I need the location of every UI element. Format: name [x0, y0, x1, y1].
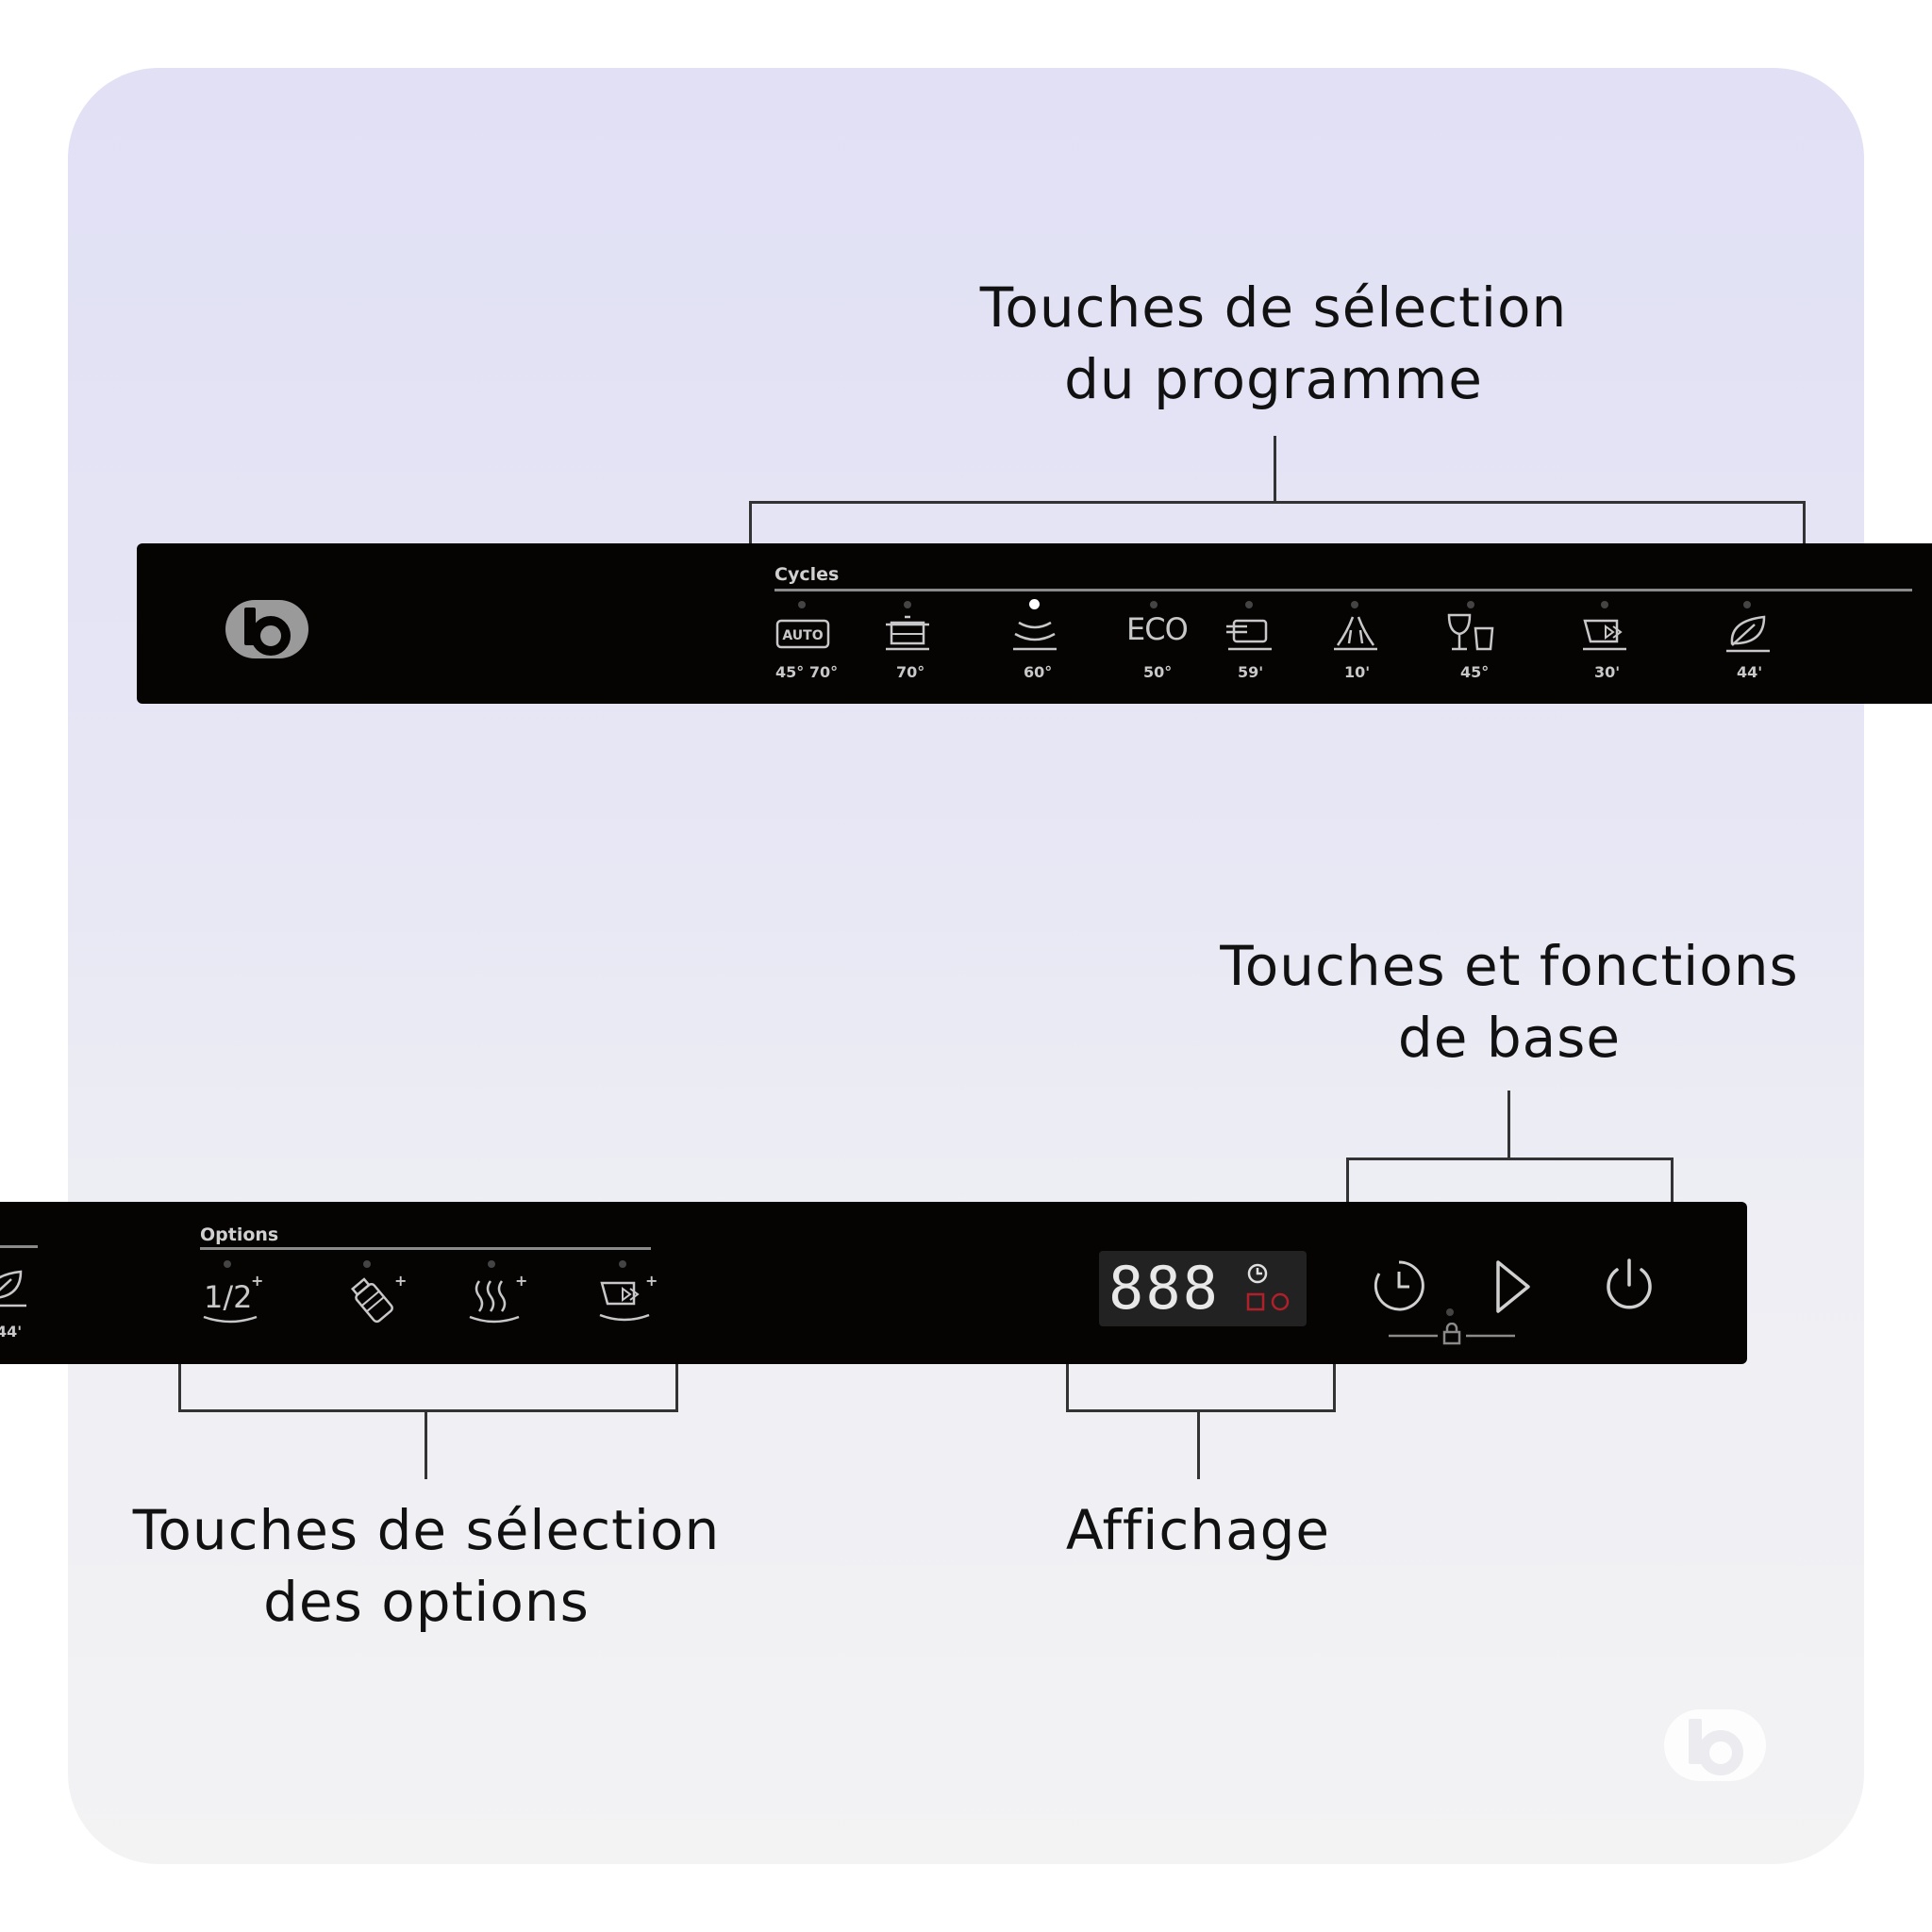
auto-icon: AUTO — [774, 615, 832, 653]
options-divider — [200, 1247, 651, 1250]
speed-icon: + — [596, 1272, 662, 1326]
cycle-temp: 50° — [1143, 663, 1173, 681]
option-led — [363, 1260, 371, 1268]
callout-options-line2: des options — [263, 1570, 590, 1634]
half-load-icon: 1/2 + — [200, 1272, 266, 1326]
half-load-plus: + — [251, 1272, 264, 1290]
callout-program-bracket — [749, 501, 1806, 545]
play-icon — [1496, 1260, 1530, 1313]
cycle-led — [1467, 601, 1474, 608]
callout-basic-line2: de base — [1397, 1006, 1622, 1070]
cycle-temp: 30' — [1594, 663, 1621, 681]
baby-bottle-icon: + — [343, 1272, 409, 1324]
callout-options-bracket — [178, 1364, 678, 1412]
control-panel-cycles: Cycles — [137, 543, 1932, 704]
callout-program-stem — [1274, 436, 1276, 502]
control-panel-options — [0, 1202, 1747, 1364]
display-red-indicators — [1246, 1291, 1297, 1317]
cycle-temp: 59' — [1238, 663, 1264, 681]
cycle-temp: 60° — [1024, 663, 1053, 681]
partial-cycle-temp: 44' — [0, 1323, 23, 1341]
callout-options-stem — [425, 1409, 427, 1479]
power-button[interactable] — [1602, 1257, 1657, 1317]
lock-icon — [1389, 1322, 1515, 1345]
callout-display-bracket — [1066, 1364, 1336, 1412]
speed-plus: + — [645, 1272, 658, 1290]
callout-display-stem — [1197, 1409, 1200, 1479]
bottle-plus: + — [394, 1272, 408, 1290]
cycle-led — [1150, 601, 1158, 608]
callout-options: Touches de sélection des options — [94, 1494, 758, 1638]
callout-basic-stem — [1507, 1091, 1510, 1158]
cycle-led — [1743, 601, 1751, 608]
half-load-text: 1/2 — [204, 1279, 253, 1315]
cycle-led — [1601, 601, 1608, 608]
cycle-temp: 45° — [1460, 663, 1490, 681]
cycle-temp: 45° 70° — [775, 663, 839, 681]
cycle-temp: 10' — [1344, 663, 1371, 681]
option-led — [224, 1260, 231, 1268]
options-label: Options — [200, 1224, 279, 1245]
callout-basic-bracket — [1346, 1158, 1674, 1204]
callout-program: Touches de sélection du programme — [943, 272, 1604, 415]
steam-plus: + — [515, 1272, 528, 1290]
steam-icon: + — [466, 1272, 532, 1326]
brand-b-logo-watermark — [1662, 1707, 1768, 1787]
cycles-divider — [774, 589, 1912, 591]
callout-display-label: Affichage — [1065, 1498, 1331, 1562]
digital-display: 888 — [1099, 1251, 1307, 1326]
cycle-led — [1245, 601, 1253, 608]
leaf-icon — [0, 1268, 30, 1309]
cycle-led — [798, 601, 806, 608]
callout-program-line2: du programme — [1064, 347, 1483, 411]
express-icon — [1579, 615, 1630, 655]
quick-wash-icon — [1224, 615, 1275, 655]
eco-icon-text: ECO — [1126, 611, 1189, 647]
cycle-led — [904, 601, 911, 608]
power-icon — [1607, 1258, 1652, 1309]
cycle-led — [1351, 601, 1358, 608]
rinse-icon — [1330, 613, 1381, 655]
pot-icon — [882, 615, 933, 655]
auto-icon-text: AUTO — [782, 628, 823, 643]
clock-small-icon — [1246, 1262, 1269, 1289]
cycle-temp: 70° — [896, 663, 925, 681]
partial-cycles-divider — [0, 1245, 38, 1248]
child-lock-indicator — [1387, 1322, 1517, 1349]
clock-icon — [1374, 1260, 1424, 1311]
leaf-icon — [1723, 613, 1774, 655]
cycle-led-active — [1029, 599, 1040, 609]
eco-icon: ECO — [1126, 611, 1189, 647]
lock-led — [1446, 1308, 1454, 1316]
brand-logo — [224, 598, 310, 664]
display-digits: 888 — [1108, 1254, 1220, 1323]
dishes-icon — [1009, 615, 1060, 655]
callout-basic: Touches et fonctions de base — [1170, 930, 1849, 1074]
delay-timer-button[interactable] — [1372, 1258, 1426, 1317]
callout-options-line1: Touches de sélection — [132, 1498, 721, 1562]
background-card — [68, 68, 1864, 1864]
option-led — [488, 1260, 495, 1268]
cycles-label: Cycles — [774, 564, 840, 585]
cycle-temp: 44' — [1737, 663, 1763, 681]
callout-program-line1: Touches de sélection — [979, 275, 1568, 340]
glass-icon — [1443, 611, 1498, 655]
start-button[interactable] — [1492, 1258, 1534, 1319]
option-led — [619, 1260, 626, 1268]
callout-basic-line1: Touches et fonctions — [1220, 934, 1799, 998]
callout-display: Affichage — [1009, 1494, 1387, 1566]
